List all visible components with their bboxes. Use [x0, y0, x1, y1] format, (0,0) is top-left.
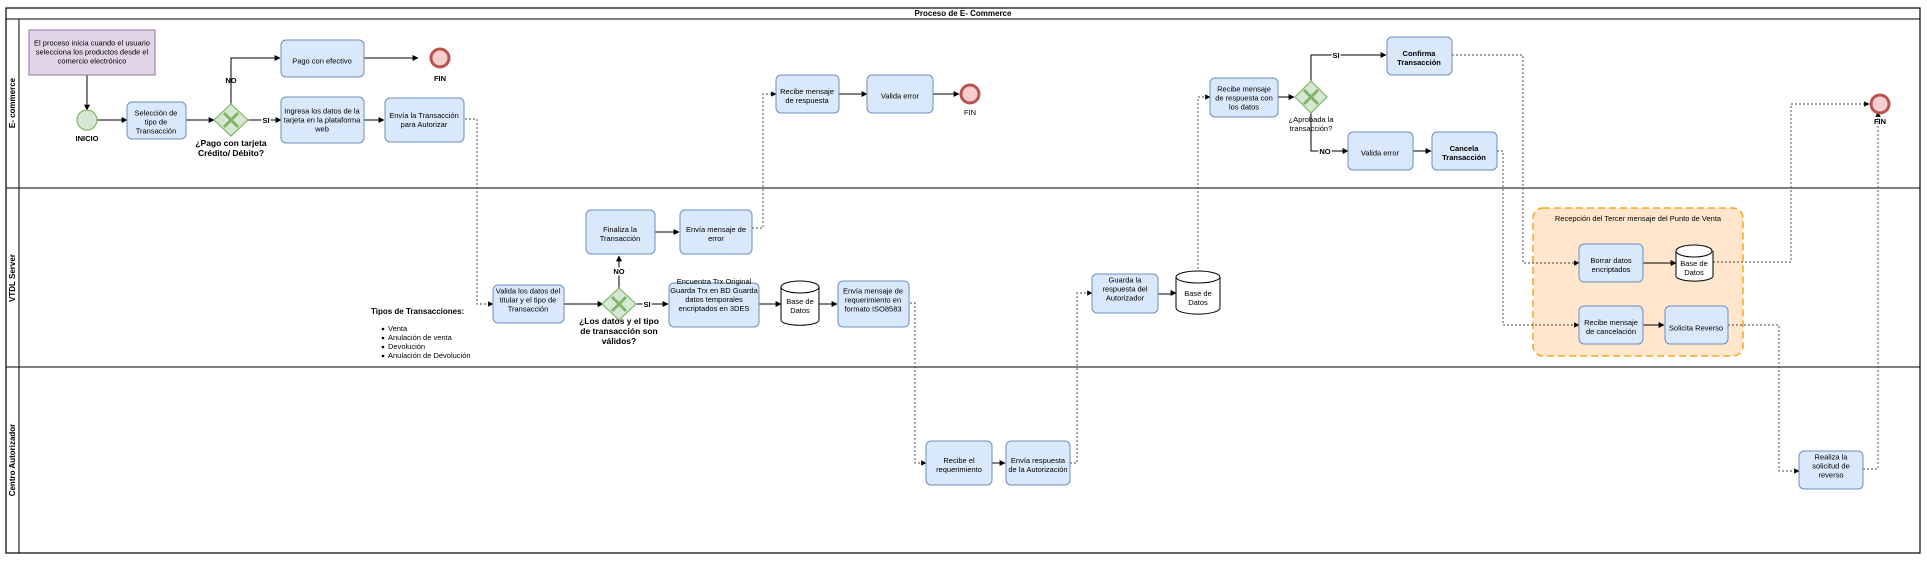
tipos-transacciones: Tipos de Transacciones: Venta Anulación … [371, 307, 471, 360]
edge-label-g2-si: SI [643, 300, 650, 309]
events: INICIO FIN FIN FIN [76, 47, 1891, 143]
end-event-3 [1869, 93, 1891, 115]
task-valida-error-2-label: Valida error [1361, 149, 1400, 158]
task-valida-error-1-label: Valida error [881, 92, 920, 101]
diagram-title: Proceso de E- Commerce [915, 9, 1012, 18]
edge-label-g1-si: SI [262, 116, 269, 125]
start-event [76, 109, 98, 131]
edge-label-g3-no: NO [1319, 147, 1330, 156]
message-flows [465, 54, 1881, 474]
task-solicita-reverso[interactable]: Solicita Reverso [1664, 305, 1729, 345]
task-valida-error-1[interactable]: Valida error [866, 74, 934, 114]
task-solicita-reverso-label: Solicita Reverso [1669, 324, 1723, 333]
tipos-item: Devolución [388, 342, 425, 351]
task-pago-efectivo-label: Pago con efectivo [292, 57, 352, 66]
end-event-1 [429, 47, 451, 69]
start-event-label: INICIO [76, 134, 99, 143]
tipos-item: Anulación de Devolución [388, 351, 471, 360]
end-event-2-label: FIN [964, 108, 976, 117]
end-event-2 [959, 83, 981, 105]
pool: Proceso de E- Commerce E- commerce VTDL … [5, 7, 1921, 554]
lane-label-ecommerce: E- commerce [8, 77, 17, 128]
tipos-item: Anulación de venta [388, 333, 453, 342]
edge-label-g1-no: NO [225, 76, 236, 85]
end-event-1-label: FIN [434, 74, 446, 83]
task-pago-efectivo[interactable]: Pago con efectivo [280, 39, 365, 78]
task-valida-error-2[interactable]: Valida error [1347, 131, 1414, 171]
sequence-flows [84, 52, 1677, 466]
group-title: Recepción del Tercer mensaje del Punto d… [1555, 214, 1722, 223]
lane-label-centro-autorizador: Centro Autorizador [8, 424, 17, 497]
lane-label-vtdl-server: VTDL Server [8, 254, 17, 302]
edge-label-g2-no: NO [613, 267, 624, 276]
tipos-title: Tipos de Transacciones: [371, 307, 464, 316]
end-event-3-label: FIN [1874, 117, 1886, 126]
edge-label-g3-si: SI [1332, 51, 1339, 60]
tipos-item: Venta [388, 324, 408, 333]
edge-labels: NO SI NO SI SI NO [225, 50, 1341, 311]
